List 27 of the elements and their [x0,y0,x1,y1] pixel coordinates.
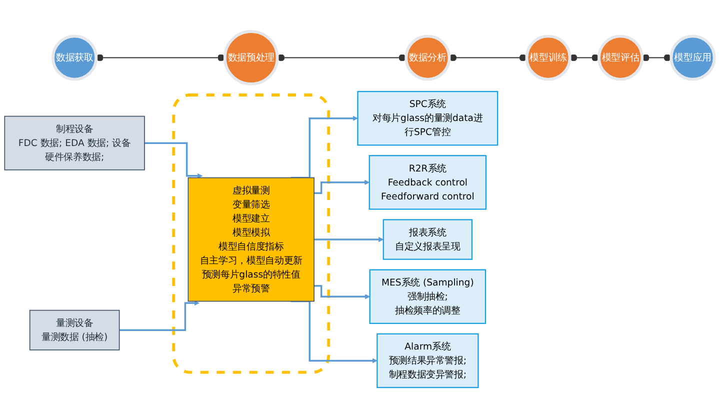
arrow [314,285,370,300]
node-box: Alarm系统 预测结果异常警报; 制程数据变异警报; [376,333,479,388]
connector [96,54,225,62]
connector [449,54,527,62]
arrow [314,236,384,242]
node-box: SPC系统 对每片glass的量测data进行SPC管控 [357,90,498,146]
connector [642,54,672,62]
node-box: 量测设备 量测数据 (抽检) [29,310,120,350]
arrow [144,142,203,178]
node-circle: 数据预处理 [223,30,279,86]
arrow [119,300,200,331]
node-box: R2R系统 Feedback control Feedforward control [368,155,487,210]
node-circle: 数据分析 [404,34,451,81]
node-box: 报表系统 自定义报表呈现 [382,219,473,260]
node-circle: 模型评估 [598,34,644,81]
node-box: 虚拟量测 变量筛选 模型建立 模型模拟 模型自信度指标 自主学习，模型自动更新 预测每片glass的特性值 异常预警 [188,177,314,302]
connector [570,54,599,62]
node-circle: 数据获取 [52,34,98,81]
arrow [290,116,358,179]
arrow [314,180,370,194]
node-circle: 模型训练 [525,34,572,81]
node-circle: 模型应用 [670,34,716,81]
arrow [290,300,378,364]
cluster [172,94,330,374]
connector [277,54,406,62]
node-box: MES系统 (Sampling) 强制抽检; 抽检频率的调整 [369,269,486,324]
node-box: 制程设备 FDC 数据; EDA 数据; 设备硬件保养数据; [4,116,145,170]
